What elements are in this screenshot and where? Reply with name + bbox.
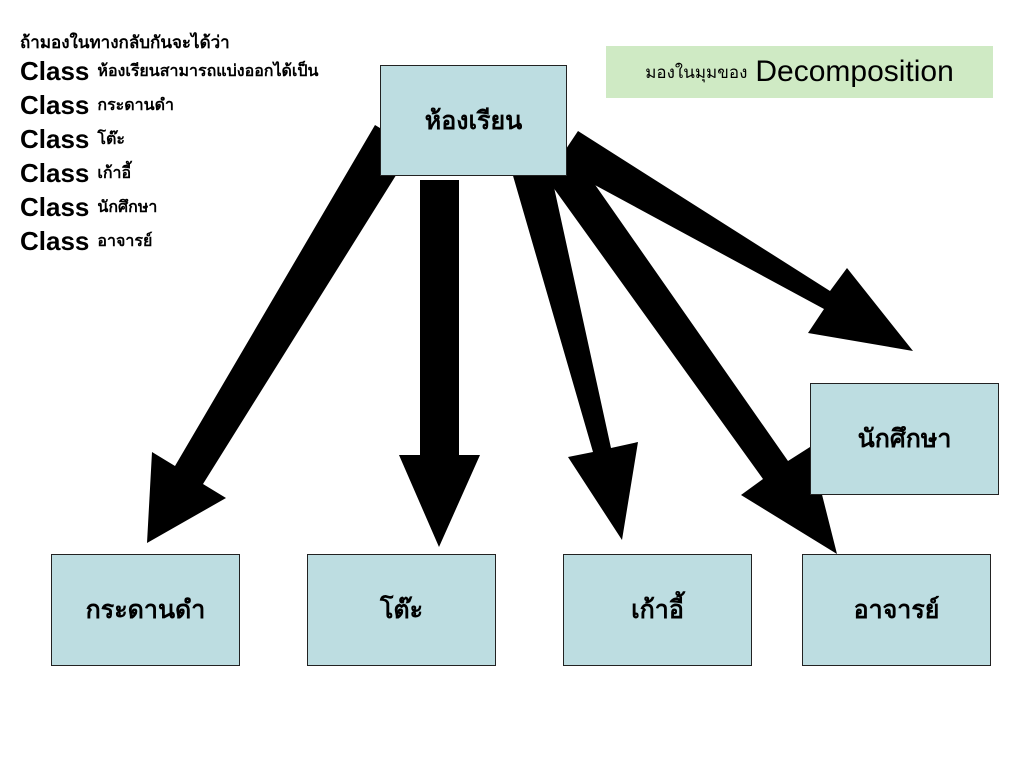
class-keyword: Class: [20, 123, 90, 154]
intro-text-block: ถ้ามองในทางกลับกันจะได้ว่า Class ห้องเรี…: [20, 32, 370, 258]
class-description: กระดานดำ: [97, 94, 174, 114]
class-description: นักศึกษา: [97, 196, 158, 216]
class-description: ห้องเรียนสามารถแบ่งออกได้เป็น: [97, 60, 319, 80]
box-teacher: อาจารย์: [802, 554, 991, 666]
class-keyword: Class: [20, 55, 90, 86]
arrow-to-student: [556, 131, 913, 351]
class-description: เก้าอี้: [97, 162, 132, 182]
box-blackboard: กระดานดำ: [51, 554, 240, 666]
callout-term: Decomposition: [755, 55, 954, 88]
box-desk: โต๊ะ: [307, 554, 496, 666]
callout-prefix: มองในมุมของ: [645, 62, 748, 83]
arrow-to-desk: [399, 180, 480, 547]
class-keyword: Class: [20, 225, 90, 256]
box-chair: เก้าอี้: [563, 554, 752, 666]
arrow-to-chair: [507, 146, 638, 540]
class-line-2: Class กระดานดำ: [20, 88, 370, 122]
arrow-to-blackboard: [147, 125, 413, 543]
class-line-4: Class เก้าอี้: [20, 156, 370, 190]
class-line-1: Class ห้องเรียนสามารถแบ่งออกได้เป็น: [20, 54, 370, 88]
box-classroom: ห้องเรียน: [380, 65, 567, 176]
arrow-to-teacher: [545, 156, 837, 554]
class-keyword: Class: [20, 191, 90, 222]
class-line-3: Class โต๊ะ: [20, 122, 370, 156]
class-line-6: Class อาจารย์: [20, 224, 370, 258]
class-keyword: Class: [20, 157, 90, 188]
decomposition-callout: มองในมุมของ Decomposition: [606, 46, 993, 98]
intro-heading: ถ้ามองในทางกลับกันจะได้ว่า: [20, 33, 230, 53]
class-description: โต๊ะ: [97, 128, 125, 148]
class-keyword: Class: [20, 89, 90, 120]
box-student: นักศึกษา: [810, 383, 999, 495]
class-line-5: Class นักศึกษา: [20, 190, 370, 224]
class-description: อาจารย์: [97, 230, 153, 250]
